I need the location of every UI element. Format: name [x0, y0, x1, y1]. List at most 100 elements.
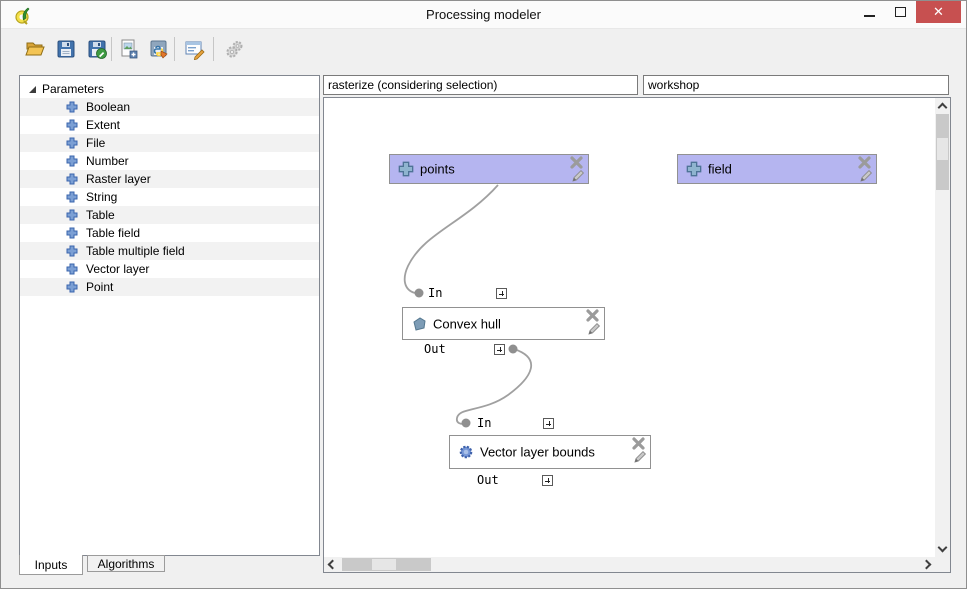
tree-root-parameters[interactable]: Parameters	[20, 80, 319, 98]
add-parameter-icon	[66, 281, 78, 293]
edit-node-icon[interactable]	[632, 449, 648, 465]
toolbar-separator	[213, 37, 214, 61]
edit-node-icon[interactable]	[570, 168, 586, 184]
scroll-right-icon[interactable]	[921, 559, 932, 570]
sidebar-item-table-multiple-field[interactable]: Table multiple field	[20, 242, 319, 260]
model-name-input[interactable]	[323, 75, 638, 95]
open-model-button[interactable]	[22, 36, 48, 62]
scroll-up-icon[interactable]	[937, 102, 948, 113]
vector-layer-bounds-icon	[459, 445, 473, 459]
scroll-left-icon[interactable]	[327, 559, 338, 570]
edit-model-help-button[interactable]	[182, 36, 208, 62]
export-image-icon	[121, 39, 138, 59]
sidebar-item-label: Vector layer	[86, 262, 150, 276]
window-title: Processing modeler	[426, 7, 541, 22]
sidebar-item-vector-layer[interactable]: Vector layer	[20, 260, 319, 278]
save-model-as-button[interactable]	[84, 36, 110, 62]
vlb-out-label: Out	[477, 473, 499, 487]
node-label: Convex hull	[433, 316, 501, 331]
tab-algorithms[interactable]: Algorithms	[87, 555, 165, 572]
remove-node-icon[interactable]	[570, 156, 583, 169]
sidebar-item-boolean[interactable]: Boolean	[20, 98, 319, 116]
minimize-button[interactable]	[854, 1, 885, 23]
sidebar-item-label: Table multiple field	[86, 244, 185, 258]
node-label: Vector layer bounds	[480, 444, 595, 460]
sidebar-item-extent[interactable]: Extent	[20, 116, 319, 134]
input-plus-icon	[398, 161, 414, 177]
add-parameter-icon	[66, 119, 78, 131]
add-parameter-icon	[66, 137, 78, 149]
add-parameter-icon	[66, 245, 78, 257]
toolbar-separator	[174, 37, 175, 61]
sidebar-item-point[interactable]: Point	[20, 278, 319, 296]
vertical-scroll-thumb[interactable]	[936, 114, 949, 190]
toolbar-separator	[111, 37, 112, 61]
canvas-vertical-scrollbar[interactable]	[935, 98, 950, 557]
add-parameter-icon	[66, 101, 78, 113]
sidebar-item-table-field[interactable]: Table field	[20, 224, 319, 242]
sidebar-item-label: Extent	[86, 118, 121, 132]
remove-node-icon[interactable]	[586, 309, 599, 322]
convex-hull-out-label: Out	[424, 342, 446, 356]
vlb-out-expander[interactable]	[542, 475, 553, 486]
remove-node-icon[interactable]	[632, 437, 645, 450]
add-parameter-icon	[66, 209, 78, 221]
sidebar-item-label: Raster layer	[86, 172, 151, 186]
sidebar-item-table[interactable]: Table	[20, 206, 319, 224]
sidebar-item-label: Point	[86, 280, 114, 294]
export-as-python-button[interactable]	[146, 36, 172, 62]
sidebar-item-raster-layer[interactable]: Raster layer	[20, 170, 319, 188]
edit-node-icon[interactable]	[586, 321, 602, 337]
model-input-node-points[interactable]: points	[389, 154, 589, 184]
input-plus-icon	[686, 161, 702, 177]
titlebar[interactable]: Processing modeler ✕	[1, 1, 966, 29]
model-input-node-field[interactable]: field	[677, 154, 877, 184]
sidebar-item-file[interactable]: File	[20, 134, 319, 152]
add-parameter-icon	[66, 173, 78, 185]
vlb-in-expander[interactable]	[543, 418, 554, 429]
node-label: field	[708, 161, 732, 177]
sidebar-item-number[interactable]: Number	[20, 152, 319, 170]
export-python-icon	[150, 40, 168, 59]
convex-hull-out-expander[interactable]	[494, 344, 505, 355]
open-folder-icon	[25, 42, 45, 56]
close-button[interactable]: ✕	[916, 1, 961, 23]
edit-node-icon[interactable]	[858, 168, 874, 184]
sidebar-item-string[interactable]: String	[20, 188, 319, 206]
algorithm-node-convex-hull[interactable]: Convex hull	[402, 307, 605, 340]
remove-node-icon[interactable]	[858, 156, 871, 169]
qgis-logo-icon	[15, 7, 30, 25]
export-as-image-button[interactable]	[116, 36, 142, 62]
node-label: points	[420, 161, 455, 177]
model-group-input[interactable]	[643, 75, 949, 95]
add-parameter-icon	[66, 227, 78, 239]
minimize-icon	[864, 15, 875, 17]
save-as-icon	[88, 40, 107, 59]
sidebar-item-label: Number	[86, 154, 129, 168]
sidebar-item-label: String	[86, 190, 118, 204]
edit-help-icon	[185, 41, 205, 60]
model-canvas[interactable]: points field In Convex hull	[324, 98, 935, 557]
convex-hull-in-expander[interactable]	[496, 288, 507, 299]
maximize-icon	[895, 7, 906, 17]
expand-caret-icon[interactable]	[29, 85, 36, 93]
algorithm-node-vector-layer-bounds[interactable]: Vector layer bounds	[449, 435, 651, 469]
horizontal-scroll-thumb[interactable]	[342, 558, 431, 571]
run-model-button[interactable]	[222, 36, 248, 62]
inputs-panel: Parameters Boolean Extent File Number Ra…	[19, 75, 320, 556]
tab-inputs[interactable]: Inputs	[19, 555, 83, 575]
add-parameter-icon	[66, 263, 78, 275]
canvas-horizontal-scrollbar[interactable]	[324, 557, 935, 572]
toolbar	[1, 30, 966, 70]
scroll-down-icon[interactable]	[937, 542, 948, 553]
maximize-button[interactable]	[885, 1, 916, 23]
scroll-grip	[372, 559, 396, 570]
sidebar-item-label: Boolean	[86, 100, 131, 114]
add-parameter-icon	[66, 155, 78, 167]
save-model-button[interactable]	[53, 36, 79, 62]
tree-root-label: Parameters	[42, 82, 105, 96]
sidebar-item-label: Table	[86, 208, 115, 222]
save-icon	[57, 40, 75, 58]
run-gears-icon	[226, 41, 243, 58]
